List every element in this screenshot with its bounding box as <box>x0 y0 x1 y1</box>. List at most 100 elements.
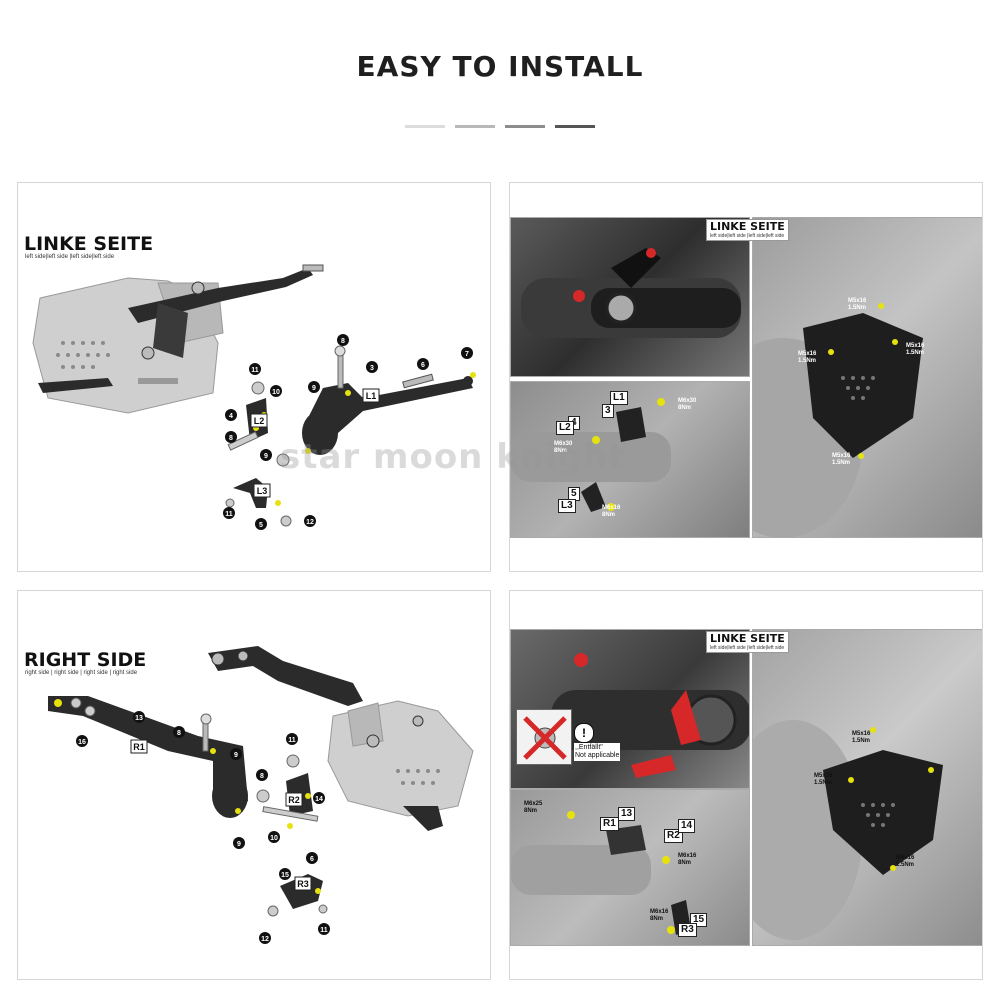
warning-icon: ! <box>574 723 594 743</box>
svg-text:6: 6 <box>421 362 425 369</box>
svg-text:16: 16 <box>78 739 86 746</box>
svg-text:7: 7 <box>465 351 469 358</box>
left-photo-tag-l1: L1 <box>610 391 628 405</box>
svg-text:L1: L1 <box>366 391 377 401</box>
left-photo-bottom <box>510 381 750 538</box>
right-callout-8: 8 <box>256 769 268 781</box>
not-applicable-image <box>516 709 572 765</box>
right-torque-5: M5x16 1.5Nm <box>814 773 833 786</box>
right-callout-11: 11 <box>318 923 330 935</box>
left-callout-l2: L2 <box>250 413 268 428</box>
divider-bar-4 <box>555 125 595 128</box>
right-callout-13: 13 <box>133 711 145 723</box>
right-torque-1: M6x25 8Nm <box>524 801 543 814</box>
left-photo-tag-l2: L2 <box>556 421 574 435</box>
svg-text:12: 12 <box>261 936 269 943</box>
right-callout-r3: R3 <box>294 876 312 891</box>
left-callout-l1: L1 <box>362 388 380 403</box>
left-photo-top <box>510 217 750 377</box>
left-diagram-subtitle: left side|left side |left side|left side <box>25 254 115 260</box>
right-diagram-subtitle: right side | right side | right side | r… <box>25 670 138 676</box>
svg-text:R3: R3 <box>297 879 309 889</box>
svg-text:9: 9 <box>234 752 238 759</box>
watermark-text: star moon knight <box>280 437 626 477</box>
right-callout-10: 10 <box>268 831 280 843</box>
svg-text:6: 6 <box>310 856 314 863</box>
right-photo-tag-13: 13 <box>618 807 636 821</box>
right-diagram-title: RIGHT SIDE <box>24 649 147 671</box>
right-callout-12: 12 <box>259 932 271 944</box>
right-callout-15: 15 <box>279 868 291 880</box>
svg-text:10: 10 <box>272 389 280 396</box>
right-callout-8: 8 <box>173 726 185 738</box>
left-photo-label: LINKE SEITE left side|left side |left si… <box>706 219 789 241</box>
right-torque-4: M5x16 1.5Nm <box>852 731 871 744</box>
left-callout-12: 12 <box>304 515 316 527</box>
right-callout-9: 9 <box>230 748 242 760</box>
right-side-diagram-panel: RIGHT SIDE right side | right side | rig… <box>17 590 491 980</box>
right-photo-label-title: LINKE SEITE <box>710 632 785 645</box>
left-callout-8: 8 <box>225 431 237 443</box>
left-torque-7: M5x16 1.5Nm <box>832 453 851 466</box>
left-torque-2: M6x30 8Nm <box>554 441 573 454</box>
right-callout-9: 9 <box>233 837 245 849</box>
left-callout-l3: L3 <box>253 483 271 498</box>
left-side-photo-panel: LINKE SEITE left side|left side |left si… <box>509 182 983 572</box>
svg-text:15: 15 <box>281 872 289 879</box>
left-callout-5: 5 <box>255 518 267 530</box>
svg-text:9: 9 <box>237 841 241 848</box>
right-callout-16: 16 <box>76 735 88 747</box>
left-photo-label-subtitle: left side|left side |left side|left side <box>710 233 785 239</box>
right-photo-label: LINKE SEITE left side|left side |left si… <box>706 631 789 653</box>
svg-text:11: 11 <box>320 927 328 934</box>
left-callout-8: 8 <box>337 334 349 346</box>
divider-bar-2 <box>455 125 495 128</box>
svg-text:13: 13 <box>135 715 143 722</box>
left-torque-1: M6x30 8Nm <box>678 398 697 411</box>
left-side-diagram-panel: LINKE SEITE left side|left side |left si… <box>17 182 491 572</box>
left-callout-4: 4 <box>225 409 237 421</box>
right-photo-tag-r3: R3 <box>678 923 697 937</box>
not-applicable-text: ,,Entfällt" Not applicable <box>574 743 621 761</box>
left-callout-6: 6 <box>417 358 429 370</box>
right-side-photo-panel: ! ,,Entfällt" Not applicable LINKE SEITE… <box>509 590 983 980</box>
right-torque-3: M6x16 8Nm <box>650 909 669 922</box>
svg-text:L2: L2 <box>254 416 265 426</box>
left-torque-4: M5x16 1.5Nm <box>848 298 867 311</box>
divider-bar-1 <box>405 125 445 128</box>
svg-text:8: 8 <box>229 435 233 442</box>
svg-text:9: 9 <box>312 385 316 392</box>
left-photo-tag-3: 3 <box>602 404 614 418</box>
svg-text:R1: R1 <box>133 742 145 752</box>
svg-text:11: 11 <box>225 511 233 518</box>
left-torque-3: M6x16 8Nm <box>602 505 621 518</box>
left-callout-3: 3 <box>366 361 378 373</box>
svg-text:11: 11 <box>251 367 259 374</box>
svg-text:3: 3 <box>370 365 374 372</box>
right-photo-right <box>752 629 982 946</box>
left-callout-11: 11 <box>223 507 235 519</box>
svg-text:L3: L3 <box>257 486 268 496</box>
left-callout-9: 9 <box>260 449 272 461</box>
svg-text:8: 8 <box>341 338 345 345</box>
svg-text:14: 14 <box>315 796 323 803</box>
left-photo-right <box>752 217 982 538</box>
right-torque-2: M6x16 8Nm <box>678 853 697 866</box>
left-torque-5: M5x16 1.5Nm <box>798 351 817 364</box>
right-callout-11: 11 <box>286 733 298 745</box>
svg-text:10: 10 <box>270 835 278 842</box>
svg-text:8: 8 <box>260 773 264 780</box>
svg-text:12: 12 <box>306 519 314 526</box>
svg-text:11: 11 <box>288 737 296 744</box>
svg-text:R2: R2 <box>288 795 300 805</box>
page-title: EASY TO INSTALL <box>356 50 644 83</box>
svg-text:8: 8 <box>177 730 181 737</box>
right-callout-r2: R2 <box>285 792 303 807</box>
left-photo-tag-l3: L3 <box>558 499 576 513</box>
left-callout-11: 11 <box>249 363 261 375</box>
left-callout-10: 10 <box>270 385 282 397</box>
left-callout-9: 9 <box>308 381 320 393</box>
left-photo-label-title: LINKE SEITE <box>710 220 785 233</box>
